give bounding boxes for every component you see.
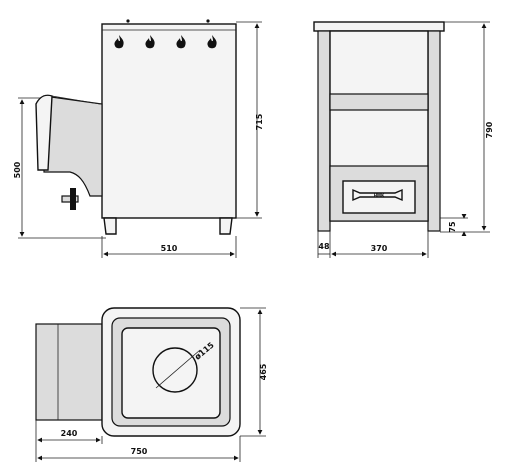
dim-frame-48: 48 bbox=[318, 242, 330, 251]
leg-right bbox=[219, 217, 233, 235]
dim-width-510: 510 bbox=[161, 244, 178, 253]
top-knob-right bbox=[206, 19, 210, 23]
front-view: НМК 790 75 48 370 bbox=[313, 21, 494, 258]
middle-band bbox=[329, 93, 429, 111]
door-label: НМК bbox=[374, 193, 385, 198]
side-view: 500 715 510 bbox=[13, 19, 264, 258]
dim-height-715: 715 bbox=[255, 113, 264, 130]
right-post bbox=[427, 30, 441, 232]
top-knob-left bbox=[126, 19, 130, 23]
firebox-top-line bbox=[51, 95, 101, 105]
dim-flue-240: 240 bbox=[61, 429, 78, 438]
firebox-door bbox=[35, 94, 53, 171]
firebox-extension bbox=[43, 95, 103, 197]
dim-total-750: 750 bbox=[131, 447, 148, 456]
flame-icon bbox=[207, 35, 217, 49]
flame-icon bbox=[114, 35, 124, 49]
handle-bolt bbox=[70, 188, 76, 210]
dim-depth-465: 465 bbox=[259, 363, 268, 380]
top-plate bbox=[313, 21, 445, 32]
left-post bbox=[317, 30, 331, 232]
leg-left bbox=[103, 217, 117, 235]
flame-icon bbox=[176, 35, 186, 49]
flue-channel bbox=[35, 323, 103, 421]
dim-width-370: 370 bbox=[371, 244, 388, 253]
dim-height-790: 790 bbox=[485, 121, 494, 138]
stove-body bbox=[101, 23, 237, 219]
dim-height-500: 500 bbox=[13, 161, 22, 178]
dim-leg-75: 75 bbox=[448, 221, 457, 233]
ash-door-handle bbox=[352, 188, 403, 202]
diameter-line bbox=[155, 349, 201, 389]
top-view: ø115 465 240 750 bbox=[35, 307, 268, 462]
flame-icon bbox=[145, 35, 155, 49]
